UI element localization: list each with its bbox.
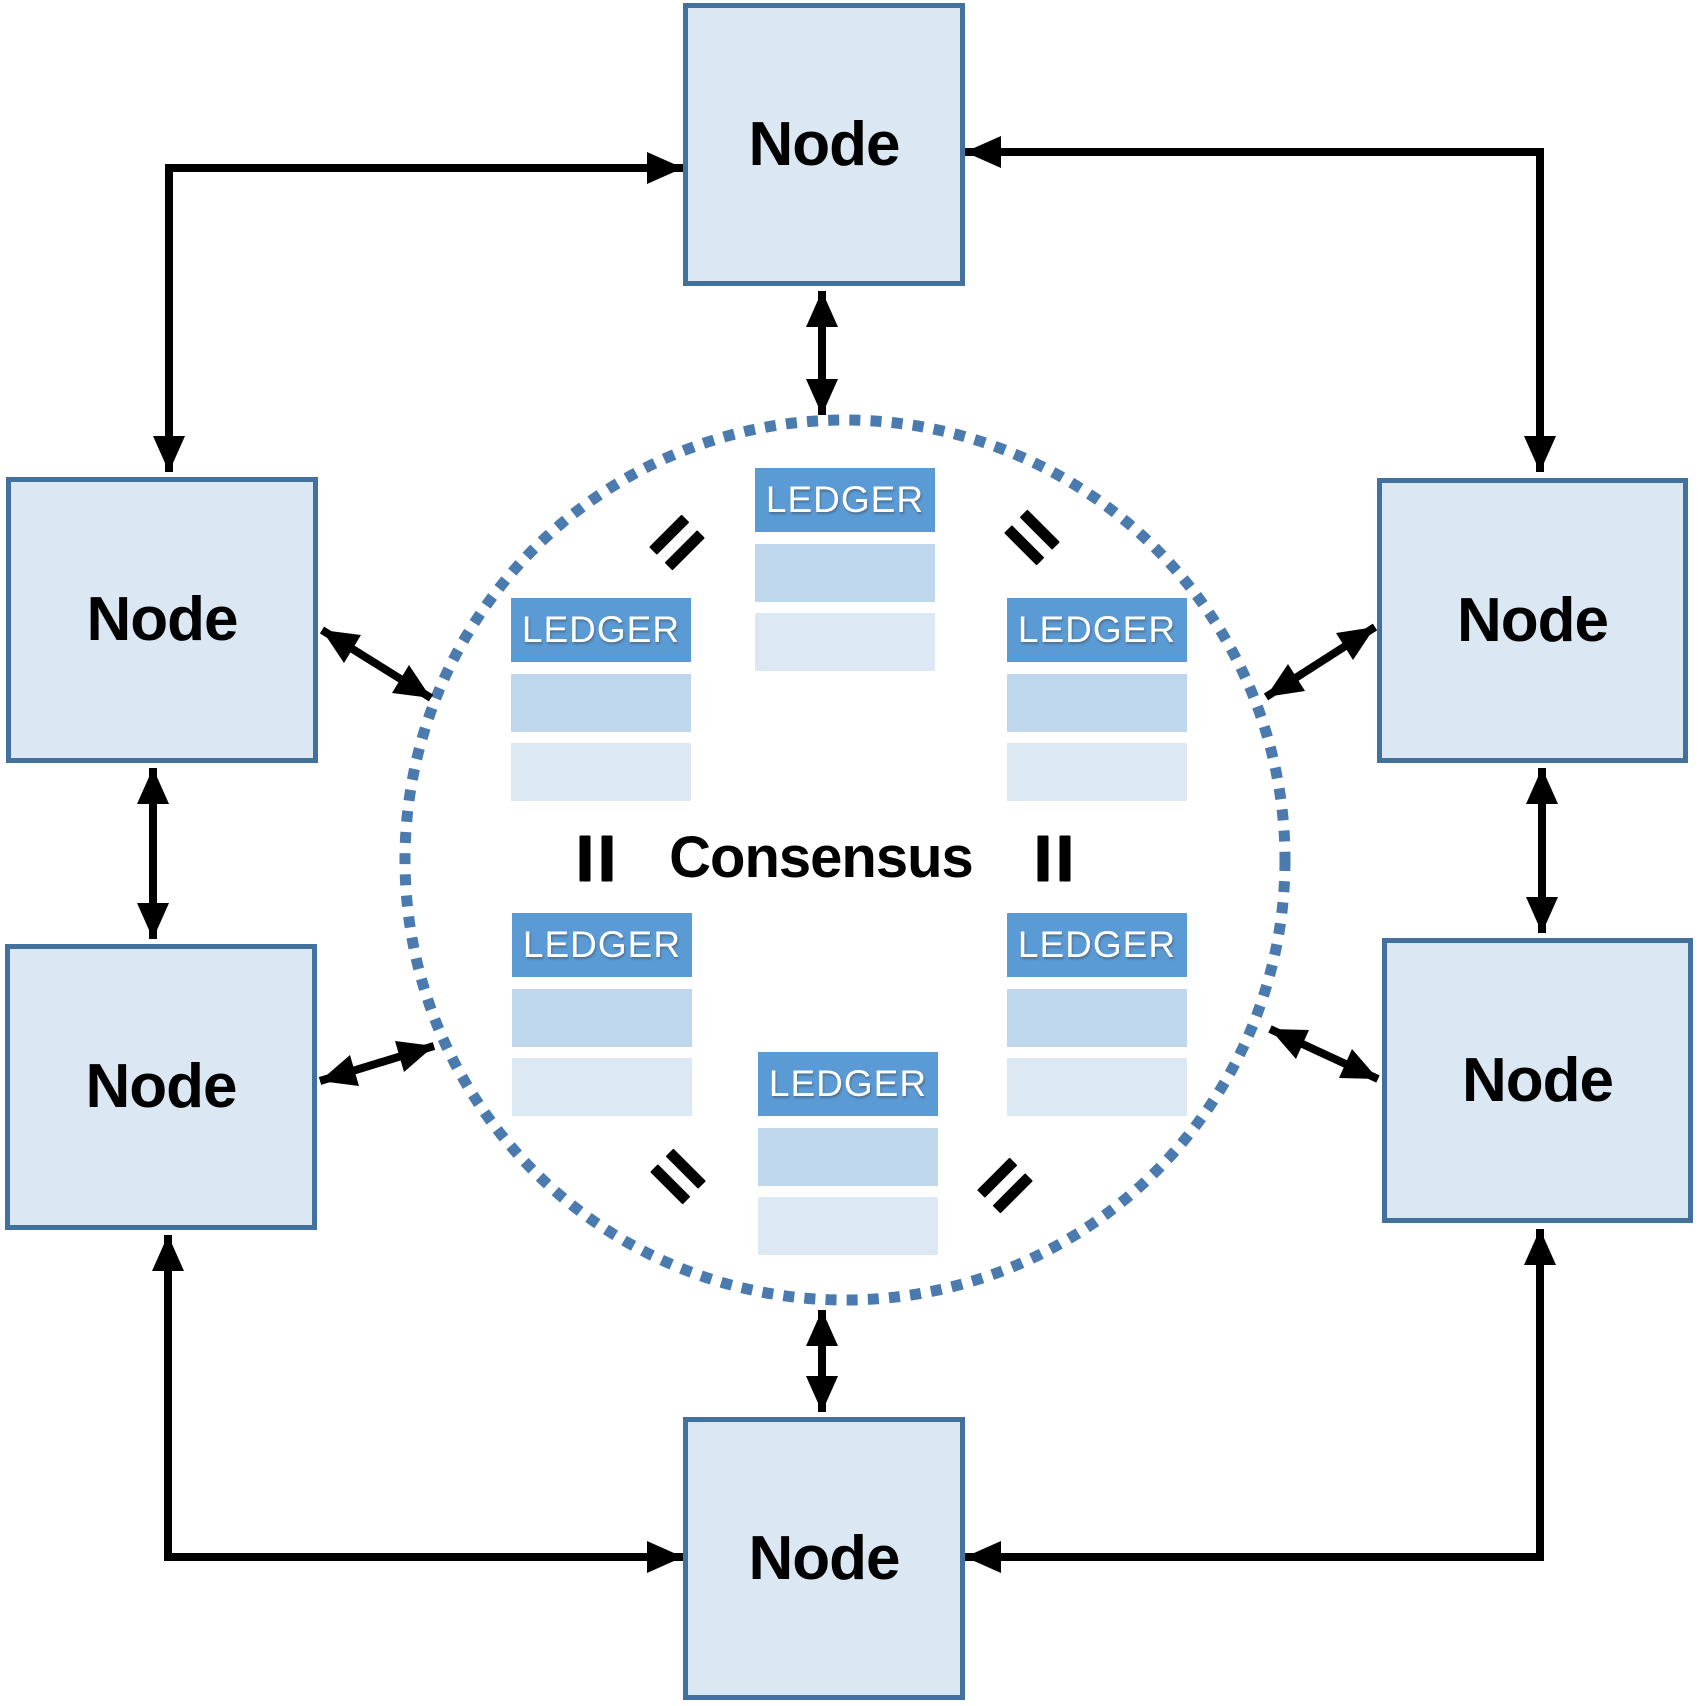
ledger-header: LEDGER [511,598,691,662]
ledger-row [1007,743,1187,801]
arrow-elbow-top-left [165,164,683,472]
ledger-row [1007,674,1187,732]
ledger-row [512,989,692,1047]
ledger-table-lower-left: LEDGER [512,913,692,1127]
ledger-header: LEDGER [755,468,935,532]
ledger-header: LEDGER [512,913,692,977]
arrow-elbow-bottom-right [965,1229,1544,1561]
equals-icon [579,835,613,882]
node-label: Node [748,1523,901,1593]
ledger-row [758,1128,938,1186]
node-box-right-lower: Node [1382,938,1693,1223]
consensus-boundary-circle [399,414,1291,1306]
arrow-elbow-top-right [965,148,1544,472]
node-box-right-upper: Node [1377,478,1688,763]
ledger-header: LEDGER [1007,598,1187,662]
ledger-row [511,674,691,732]
node-box-bottom: Node [683,1417,965,1700]
node-label: Node [86,585,239,654]
ledger-row [755,613,935,671]
ledger-row [755,544,935,602]
ledger-row [512,1058,692,1116]
ledger-table-lower-right: LEDGER [1007,913,1187,1127]
arrow-elbow-bottom-left [164,1235,683,1561]
node-label: Node [1462,1045,1614,1115]
ledger-table-upper-right: LEDGER [1007,598,1187,812]
arrowheads [137,136,1558,1573]
consensus-title: Consensus [669,824,974,890]
node-label: Node [748,109,901,179]
node-label: Node [1457,585,1609,655]
ledger-row [1007,989,1187,1047]
node-box-left-upper: Node [6,477,318,763]
ledger-row [758,1197,938,1255]
equals-icon [1037,835,1071,882]
node-box-top: Node [683,3,965,286]
ledger-row [1007,1058,1187,1116]
ledger-header: LEDGER [1007,913,1187,977]
ledger-row [511,743,691,801]
ledger-header: LEDGER [758,1052,938,1116]
node-box-left-lower: Node [5,944,317,1230]
ledger-table-upper-left: LEDGER [511,598,691,812]
ledger-table-top: LEDGER [755,468,935,682]
ledger-table-bottom: LEDGER [758,1052,938,1266]
node-label: Node [85,1052,238,1121]
